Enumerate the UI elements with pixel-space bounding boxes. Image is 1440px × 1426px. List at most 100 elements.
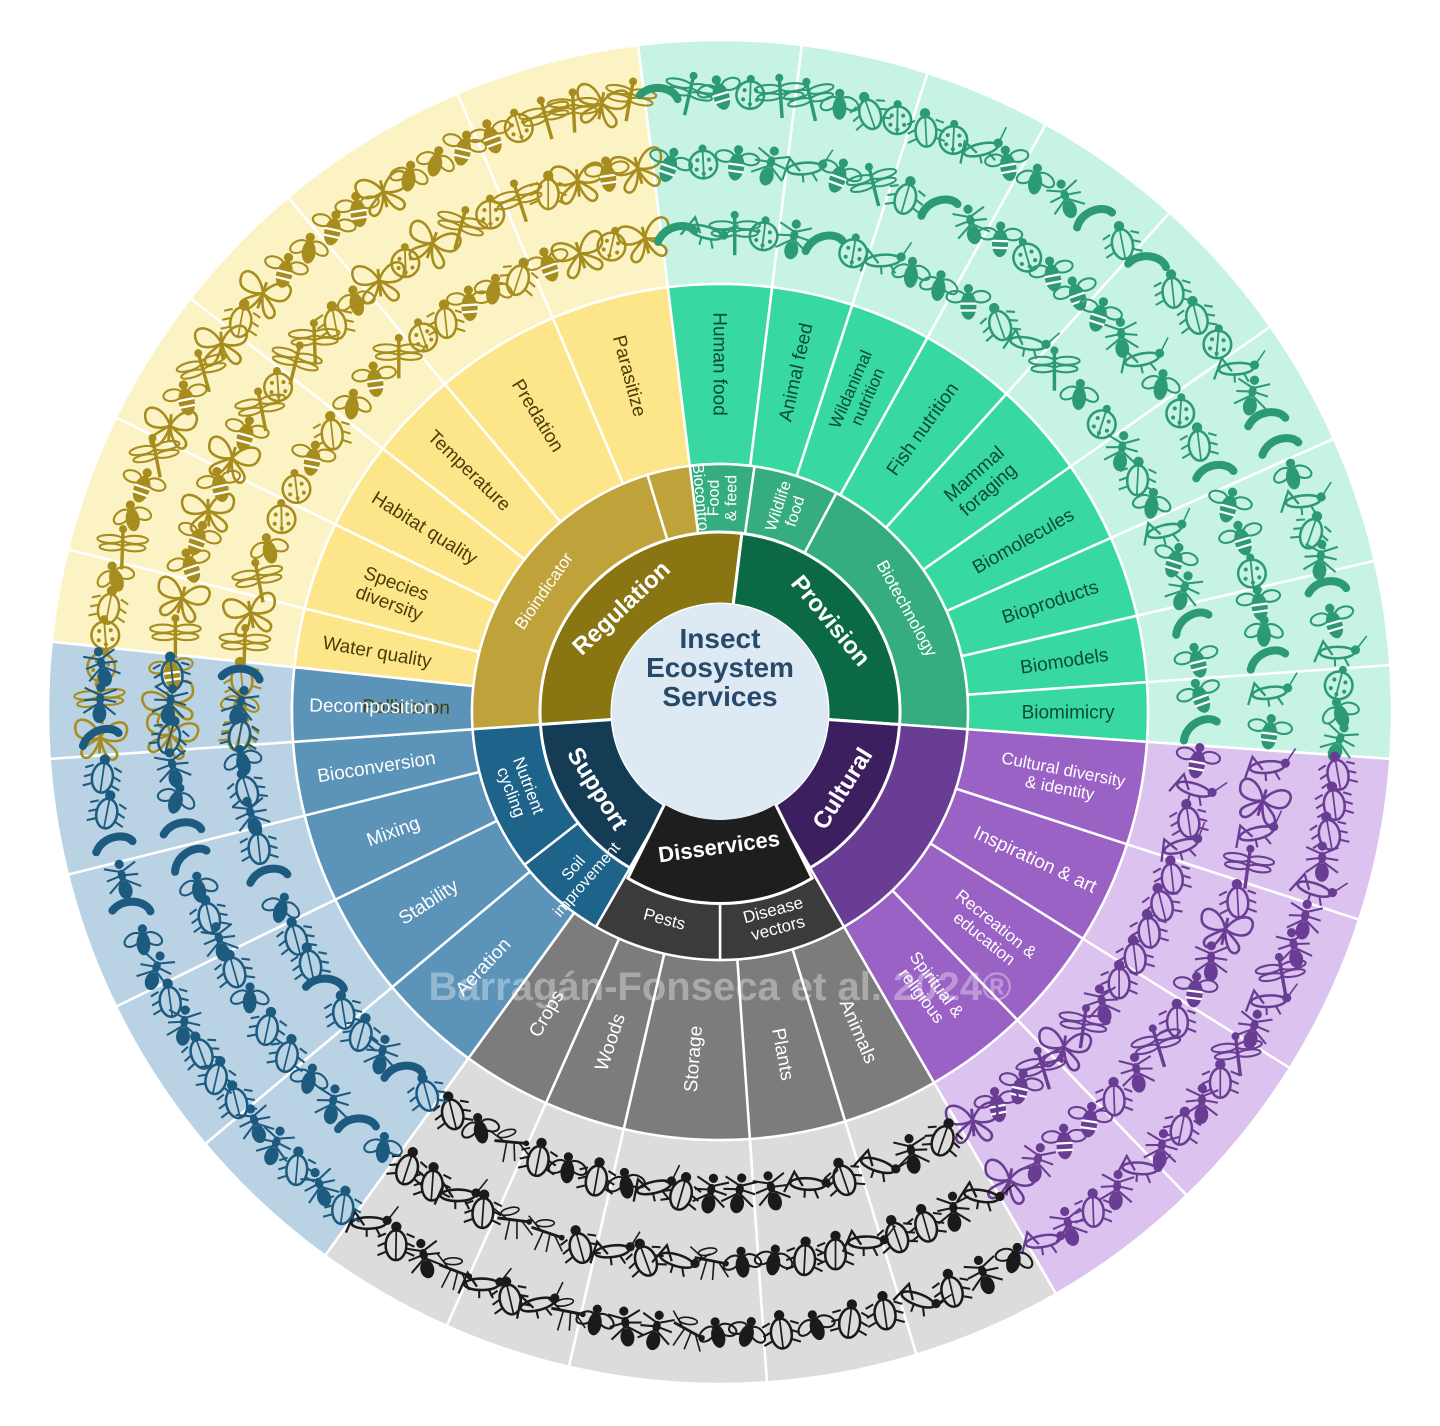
dragonfly-icon: [665, 71, 717, 116]
bee-icon: [162, 380, 208, 416]
grasshopper-icon: [1020, 1219, 1071, 1256]
beetle-icon: [1100, 959, 1138, 1000]
bee-icon: [311, 210, 357, 246]
larva-icon: [301, 974, 348, 993]
beetle-icon: [517, 1137, 559, 1178]
bee-icon: [1078, 297, 1123, 332]
ladybug-icon: [688, 144, 719, 180]
larva-icon: [171, 844, 211, 876]
grasshopper-icon: [1212, 350, 1266, 383]
dragonfly-icon: [708, 210, 762, 256]
ladybug-icon: [748, 216, 779, 252]
ant-icon: [1099, 1169, 1135, 1211]
disservices-service-label-storage: Storage: [681, 1025, 707, 1093]
ant-icon: [200, 922, 239, 962]
fly-icon: [461, 1113, 501, 1144]
fly-icon: [229, 982, 270, 1014]
ant-icon: [235, 1104, 275, 1144]
bee-icon: [334, 191, 380, 228]
grasshopper-icon: [1247, 672, 1298, 707]
beetle-icon: [216, 1080, 258, 1120]
grasshopper-icon: [632, 1164, 681, 1202]
beetle-icon: [931, 1268, 973, 1308]
beetle-icon: [761, 1310, 802, 1350]
beetle-icon: [323, 990, 364, 1030]
bee-icon: [446, 285, 492, 322]
ladybug-icon: [1236, 553, 1268, 589]
ant-icon: [405, 1238, 444, 1279]
grasshopper-icon: [1244, 983, 1299, 1016]
beetle-icon: [322, 1185, 363, 1226]
regulation-group-label-biocontrol: Biocontrol: [689, 463, 712, 535]
ant-icon: [1302, 539, 1339, 580]
beetle-icon: [315, 300, 356, 341]
butterfly-icon: [550, 229, 604, 280]
butterfly-icon: [180, 492, 236, 534]
grasshopper-icon: [1120, 337, 1169, 374]
larva-icon: [917, 195, 962, 220]
ant-icon: [255, 1126, 295, 1166]
center-title-line-1: Insect: [680, 623, 761, 654]
fly-icon: [819, 88, 860, 120]
ant-icon: [220, 685, 260, 725]
dragonfly-icon: [234, 387, 286, 432]
ant-icon: [231, 796, 271, 836]
fly-icon: [223, 744, 263, 776]
ant-icon: [963, 1255, 1003, 1295]
dragonfly-icon: [128, 433, 181, 478]
larva-icon: [78, 724, 123, 751]
ant-icon: [1046, 179, 1086, 219]
ant-icon: [82, 647, 121, 687]
ladybug-icon: [938, 119, 969, 156]
ladybug-icon: [1086, 404, 1117, 440]
bee-icon: [166, 548, 211, 583]
bee-icon: [1041, 1123, 1087, 1160]
beetle-icon: [412, 1162, 452, 1202]
fly-icon: [179, 871, 219, 903]
beetle-icon: [829, 1299, 870, 1339]
grasshopper-icon: [1244, 748, 1297, 782]
larva-icon: [1192, 460, 1238, 483]
larva-icon: [654, 222, 699, 246]
beetle-icon: [1115, 934, 1155, 975]
ant-icon: [1194, 941, 1228, 982]
beetle-icon: [266, 1033, 308, 1073]
butterfly-icon: [238, 269, 292, 320]
ant-icon: [720, 1173, 758, 1214]
fly-icon: [289, 232, 329, 264]
fly-icon: [797, 1310, 836, 1341]
bee-icon: [998, 1069, 1044, 1105]
bee-icon: [1176, 678, 1220, 713]
beetle-icon: [377, 1221, 415, 1262]
larva-icon: [1258, 434, 1303, 459]
beetle-icon: [312, 411, 352, 451]
fly-icon: [1059, 378, 1100, 410]
category-ring: [538, 530, 902, 906]
bee-icon: [984, 145, 1030, 181]
bee-icon: [1172, 971, 1219, 1008]
provision-group-label-food-feed: Food& feed: [705, 475, 740, 522]
larva-icon: [1073, 205, 1117, 232]
dragonfly-icon: [96, 525, 150, 570]
ladybug-icon: [1165, 393, 1196, 429]
ant-icon: [1104, 317, 1139, 358]
bee-icon: [1175, 743, 1222, 779]
dragonfly-icon: [231, 558, 284, 603]
beetle-icon: [426, 299, 466, 340]
grasshopper-icon: [892, 1281, 953, 1317]
ladybug-icon: [262, 367, 294, 403]
ladybug-icon: [503, 108, 534, 144]
ladybug-icon: [408, 318, 439, 353]
mosquito-icon: [672, 1310, 705, 1352]
provision-service-label-biomimicry: Biomimicry: [1022, 703, 1115, 724]
beetle-icon: [180, 1031, 223, 1071]
beetle-icon: [1168, 799, 1209, 839]
fly-icon: [919, 270, 959, 301]
beetle-icon: [82, 754, 123, 794]
beetle-icon: [497, 257, 539, 297]
butterfly-icon: [549, 161, 604, 205]
bee-icon: [225, 416, 270, 451]
beetle-icon: [1102, 220, 1143, 261]
dragonfly-icon: [492, 179, 543, 223]
grasshopper-icon: [1313, 635, 1368, 667]
